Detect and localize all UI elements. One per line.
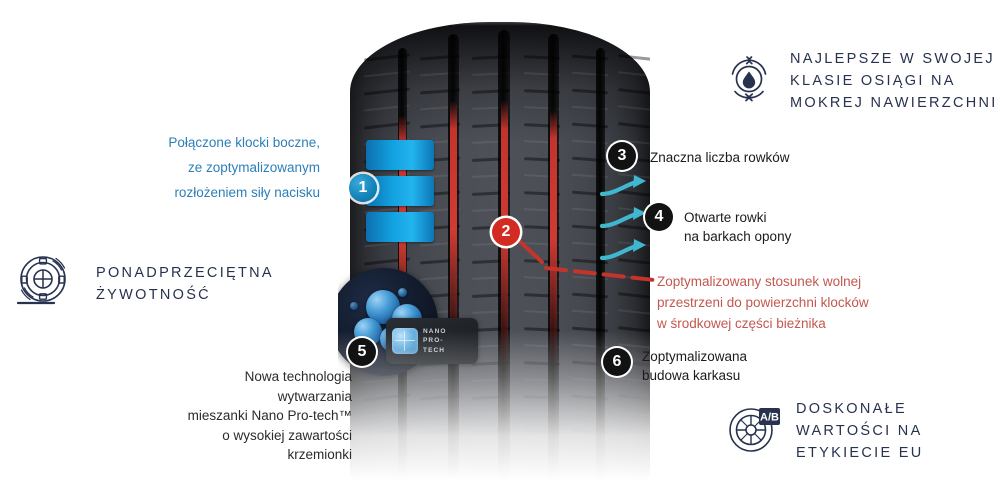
feature-wet-line-1: NAJLEPSZE W SWOJEJ [790,51,995,67]
callout-marker-4[interactable]: 4 [645,203,673,231]
tire-groove [596,48,605,493]
feature-durability-line-2: ŻYWOTNOŚĆ [96,286,211,303]
callout-3-text: Znaczna liczba rowków [650,148,930,167]
callout-4-line-2: na barkach opony [684,229,792,244]
callout-5-line-5: krzemionki [287,447,352,462]
feature-eu-line-2: WARTOŚCI NA [796,423,923,439]
callout-5-line-4: o wysokiej zawartości [222,427,352,443]
callout-5-line-3: mieszanki Nano Pro-tech™ [187,408,352,423]
tire-groove-highlight-red [501,100,508,400]
callout-6-text: Zoptymalizowana budowa karkasu [642,347,902,385]
tire-groove-highlight-red [550,110,557,395]
callout-5-line-1: Nowa technologia [244,369,352,384]
callout-4-line-1: Otwarte rowki [684,210,767,225]
feature-durability-label: PONADPRZECIĘTNA ŻYWOTNOŚĆ [96,262,274,306]
feature-eu-line-3: ETYKIECIE EU [796,445,924,461]
eu-label-badge-text: A/B [760,411,779,423]
feature-eu-label: A/B DOSKONAŁE WARTOŚCI NA ETYKIECIE EU [726,398,924,464]
callout-5-line-2: wytwarzania [277,388,352,404]
feature-durability-line-1: PONADPRZECIĘTNA [96,264,274,281]
water-drop-cycle-icon [722,52,776,111]
feature-eu-label-text: DOSKONAŁE WARTOŚCI NA ETYKIECIE EU [796,398,924,464]
tire-sipe [617,292,650,299]
callout-5-text: Nowa technologia wytwarzania mieszanki N… [130,367,352,465]
feature-wet-line-2: KLASIE OSIĄGI NA [790,73,956,89]
tire-wheel-durability-icon [14,252,72,315]
callout-6-line-1: Zoptymalizowana [642,349,748,364]
callout-2-line-1: Zoptymalizowany stosunek wolnej [657,274,862,289]
tire-sipe [617,309,650,315]
shoulder-flow-arrows [600,175,646,261]
feature-wet-performance-label: NAJLEPSZE W SWOJEJ KLASIE OSIĄGI NA MOKR… [790,48,998,114]
callout-marker-3[interactable]: 3 [608,142,636,170]
tire-sipe [617,54,650,61]
feature-wet-line-3: MOKREJ NAWIERZCHNI [790,95,998,111]
callout-marker-1[interactable]: 1 [349,174,377,202]
callout-marker-6[interactable]: 6 [603,348,631,376]
callout-2-line-2: przestrzeni do powierzchni klocków [657,295,869,310]
tire-sipe [617,105,650,111]
callout-1-line-2: ze zoptymalizowanym [187,160,320,175]
feature-eu-line-1: DOSKONAŁE [796,401,907,417]
callout-3-line-1: Znaczna liczba rowków [650,150,790,165]
tire-sipe [617,88,650,95]
callout-marker-2[interactable]: 2 [492,218,520,246]
highlighted-shoulder-blocks [366,140,434,255]
tire-sipe [617,71,650,77]
feature-wet-performance: NAJLEPSZE W SWOJEJ KLASIE OSIĄGI NA MOKR… [722,48,998,114]
callout-2-line-3: w środkowej części bieżnika [657,316,826,331]
callout-1-line-1: Połączone klocki boczne, [168,135,320,150]
callout-1-text: Połączone klocki boczne, ze zoptymalizow… [120,130,320,205]
callout-marker-5[interactable]: 5 [348,338,376,366]
tire-sipe [617,122,650,129]
tire-groove-highlight-red [399,115,406,390]
feature-durability: PONADPRZECIĘTNA ŻYWOTNOŚĆ [14,252,274,315]
callout-6-line-2: budowa karkasu [642,368,741,383]
tire-top-fade [338,0,662,26]
tire-groove-highlight-red [450,100,457,390]
eu-label-wheel-icon: A/B [726,401,782,462]
callout-4-text: Otwarte rowki na barkach opony [684,208,944,246]
callout-1-line-3: rozłożeniem siły nacisku [174,185,320,200]
callout-2-text: Zoptymalizowany stosunek wolnej przestrz… [657,271,967,334]
callout-2-leader-line [514,236,656,282]
